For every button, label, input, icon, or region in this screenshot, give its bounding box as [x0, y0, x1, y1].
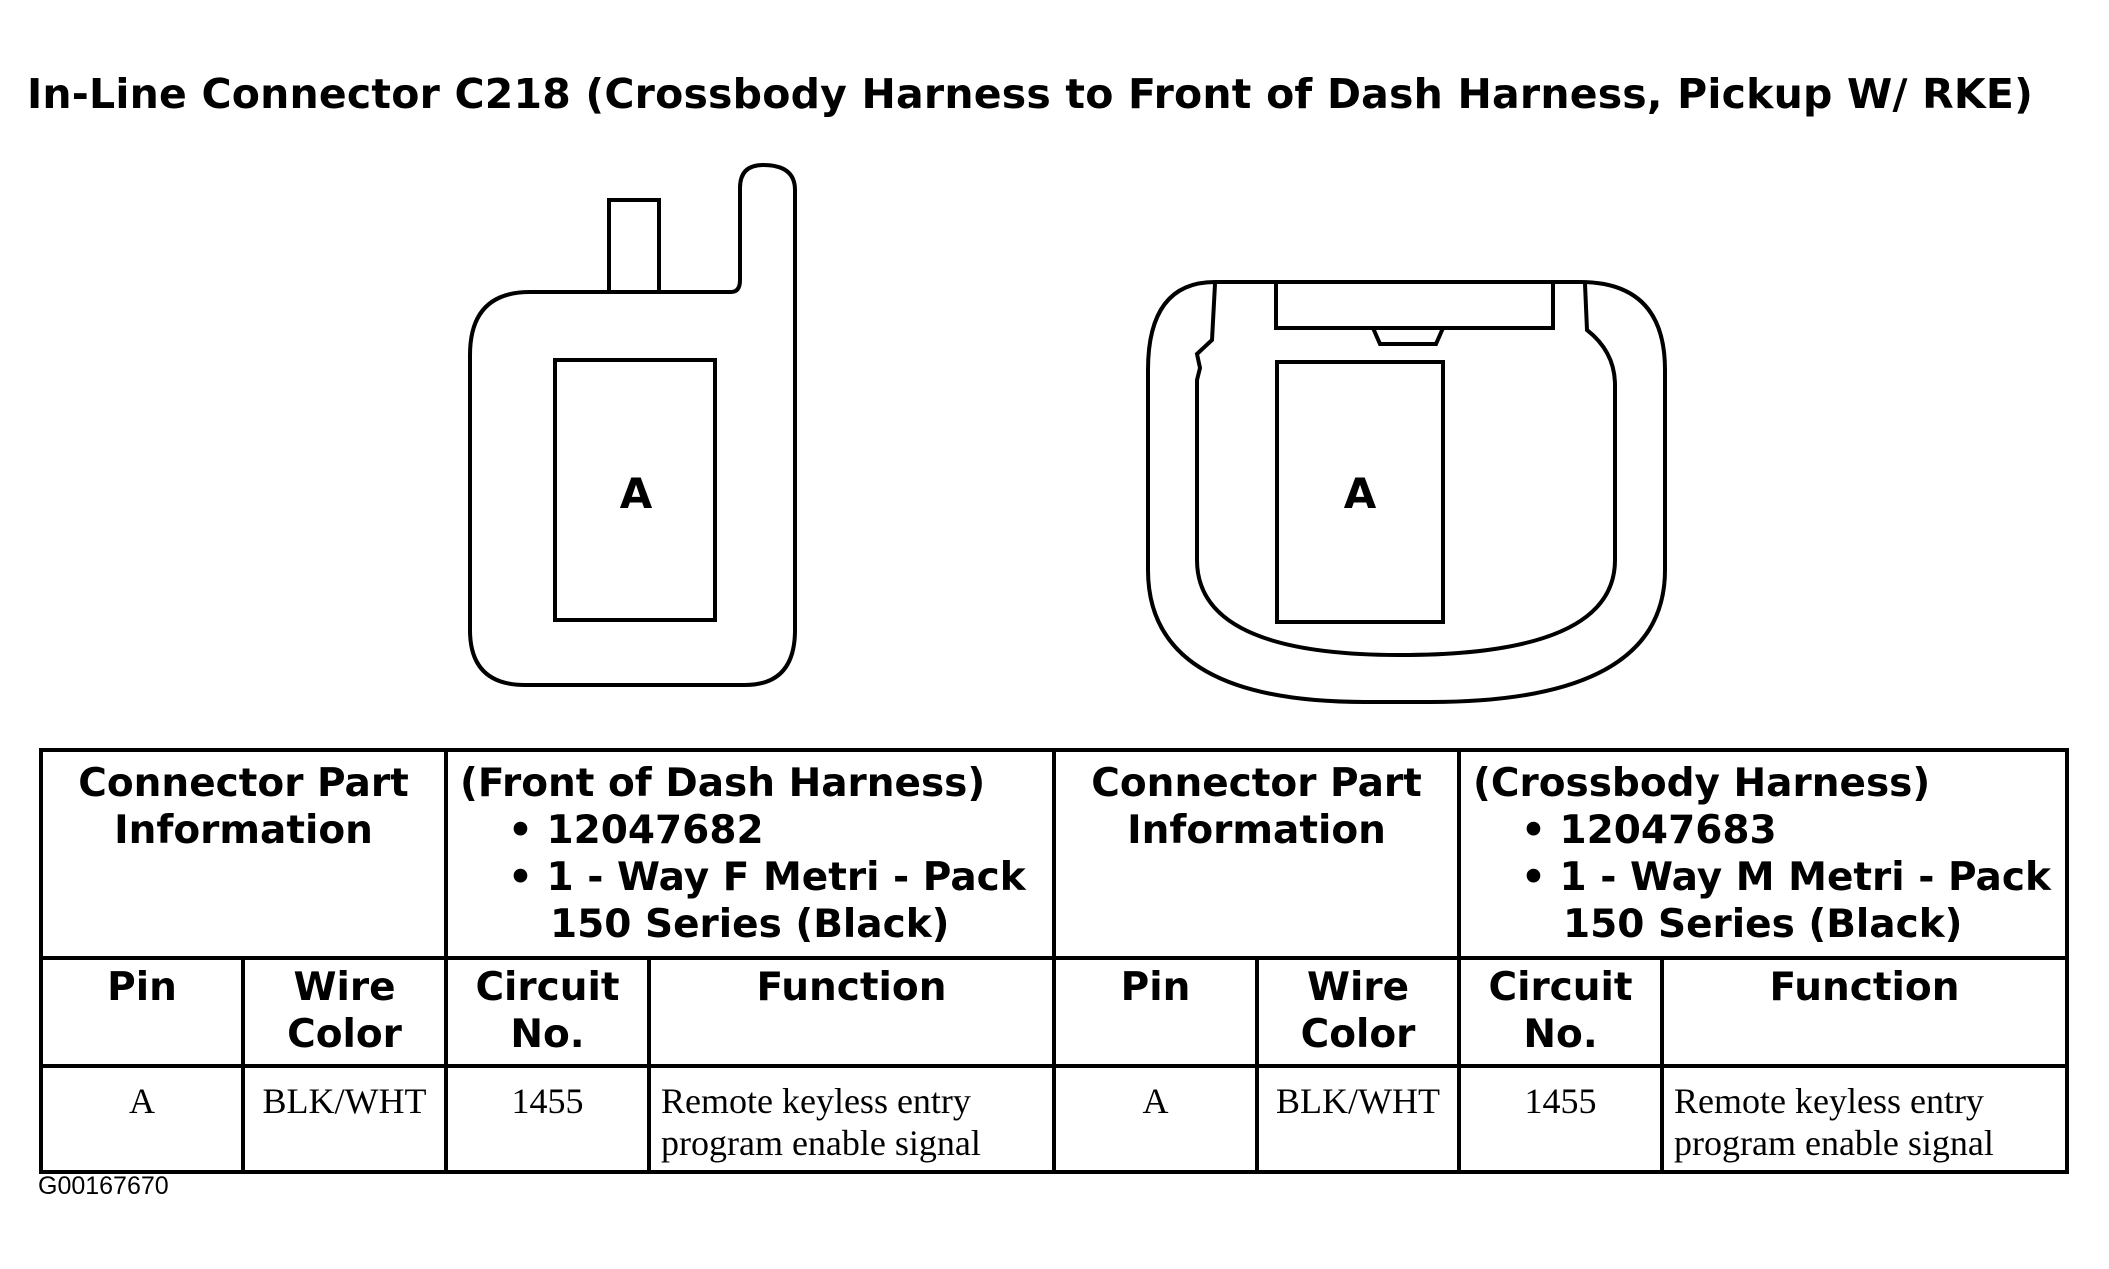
right-connector-latch-notch — [1371, 327, 1445, 346]
left-pin-label: A — [620, 469, 653, 518]
left-col-circuit: Circuit No. — [444, 956, 651, 1068]
left-connector-body — [468, 162, 797, 687]
connector-info-table: Connector Part Information (Front of Das… — [39, 748, 2070, 1174]
left-pin-cell: A — [39, 1064, 245, 1174]
left-col-pin: Pin — [39, 956, 245, 1068]
connector-diagrams: A A — [468, 162, 1667, 704]
right-col-function: Function — [1660, 956, 2070, 1068]
left-part-description: • 1 - Way F Metri - Pack — [508, 855, 1026, 900]
right-connector-latch — [1274, 280, 1555, 330]
right-part-series: 150 Series (Black) — [1563, 902, 1963, 947]
right-col-wire-color: Wire Color — [1255, 956, 1462, 1068]
right-part-description: • 1 - Way M Metri - Pack — [1521, 855, 2051, 900]
left-connector — [468, 162, 797, 687]
left-part-info: (Front of Dash Harness) • 12047682 • 1 -… — [443, 748, 1057, 960]
right-connector-outer-shell — [1146, 280, 1667, 704]
right-part-info-header: Connector Part Information — [1052, 748, 1462, 960]
left-part-series: 150 Series (Black) — [550, 902, 950, 947]
left-wire-color-cell: BLK/WHT — [241, 1064, 448, 1174]
left-function-cell: Remote keyless entry program enable sign… — [646, 1064, 1057, 1174]
right-pin-label: A — [1344, 469, 1377, 518]
left-harness-name: (Front of Dash Harness) — [460, 761, 986, 806]
column-header-row: Pin Wire Color Circuit No. Function Pin … — [39, 956, 2070, 1068]
left-circuit-cell: 1455 — [444, 1064, 651, 1174]
right-circuit-cell: 1455 — [1457, 1064, 1665, 1174]
right-part-info: (Crossbody Harness) • 12047683 • 1 - Way… — [1457, 748, 2070, 960]
left-connector-pin-cavity — [553, 358, 717, 622]
right-pin-cell: A — [1052, 1064, 1260, 1174]
right-col-pin: Pin — [1052, 956, 1260, 1068]
left-part-number: • 12047682 — [508, 808, 764, 853]
right-harness-name: (Crossbody Harness) — [1473, 761, 1931, 806]
left-connector-tab — [607, 198, 661, 294]
right-col-circuit: Circuit No. — [1457, 956, 1665, 1068]
left-col-wire-color: Wire Color — [241, 956, 448, 1068]
part-info-row: Connector Part Information (Front of Das… — [39, 748, 2070, 960]
right-connector-pin — [1275, 360, 1445, 624]
right-connector — [1146, 280, 1667, 704]
left-part-info-header: Connector Part Information — [39, 748, 448, 960]
table-row: A BLK/WHT 1455 Remote keyless entry prog… — [39, 1064, 2070, 1174]
page-title: In-Line Connector C218 (Crossbody Harnes… — [26, 70, 2034, 118]
right-function-cell: Remote keyless entry program enable sign… — [1660, 1064, 2070, 1174]
right-wire-color-cell: BLK/WHT — [1255, 1064, 1462, 1174]
right-part-number: • 12047683 — [1521, 808, 1777, 853]
right-connector-inner-wall — [1194, 283, 1617, 658]
left-col-function: Function — [646, 956, 1057, 1068]
figure-id: G00167670 — [38, 1172, 169, 1200]
